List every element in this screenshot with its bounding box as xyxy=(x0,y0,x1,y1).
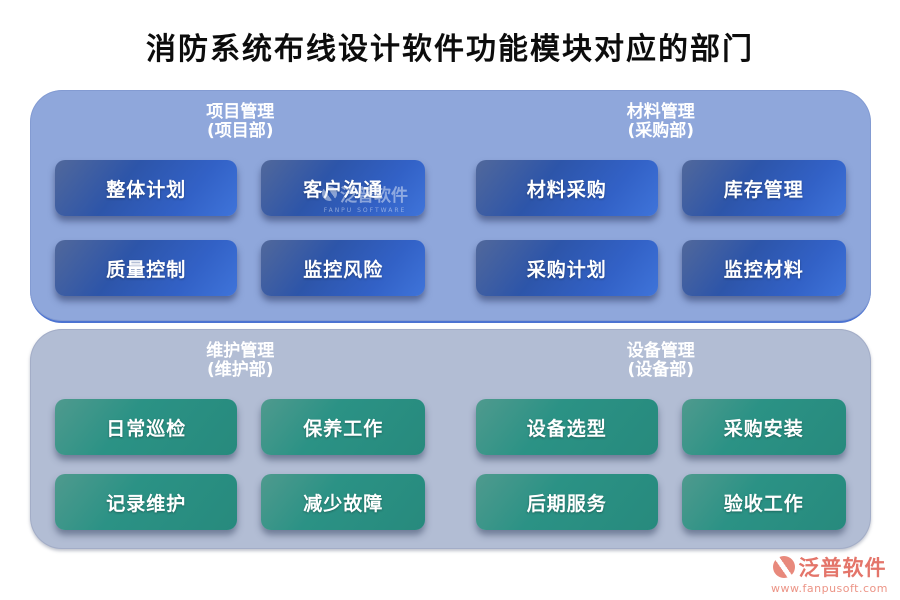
section-project-management: 项目管理 (项目部) 整体计划 客户沟通 质量控制 监控风险 xyxy=(30,90,451,321)
section-header-material: 材料管理 (采购部) xyxy=(627,103,695,141)
inventory-management-button[interactable]: 库存管理 xyxy=(681,160,846,216)
module-title: 项目管理 xyxy=(206,102,275,122)
module-title: 维护管理 xyxy=(206,341,275,361)
purchase-install-button[interactable]: 采购安装 xyxy=(681,399,846,455)
panel-project-material: 项目管理 (项目部) 整体计划 客户沟通 质量控制 监控风险 材料管理 (采购部… xyxy=(30,90,871,323)
department-label: (设备部) xyxy=(627,360,695,380)
purchase-plan-button[interactable]: 采购计划 xyxy=(475,240,658,296)
brand-logo: 泛普软件 www.fanpusoft.com xyxy=(771,552,888,595)
reduce-failure-button[interactable]: 减少故障 xyxy=(261,474,426,530)
page-title: 消防系统布线设计软件功能模块对应的部门 xyxy=(146,32,754,67)
customer-communication-button[interactable]: 客户沟通 xyxy=(261,160,426,216)
fanpu-logo-icon xyxy=(772,556,795,578)
module-title: 材料管理 xyxy=(626,102,695,122)
department-label: (项目部) xyxy=(206,121,274,141)
section-header-project: 项目管理 (项目部) xyxy=(206,103,274,141)
section-header-maintenance: 维护管理 (维护部) xyxy=(206,342,274,380)
department-label: (采购部) xyxy=(627,121,695,141)
section-maintenance-management: 维护管理 (维护部) 日常巡检 保养工作 记录维护 减少故障 xyxy=(30,329,451,549)
record-maintenance-button[interactable]: 记录维护 xyxy=(55,474,238,530)
department-label: (维护部) xyxy=(206,360,274,380)
brand-name: 泛普软件 xyxy=(798,556,887,580)
after-sales-service-button[interactable]: 后期服务 xyxy=(475,474,658,530)
panel-maintenance-equipment: 维护管理 (维护部) 日常巡检 保养工作 记录维护 减少故障 设备管理 (设备部… xyxy=(30,329,871,549)
brand-url[interactable]: www.fanpusoft.com xyxy=(771,582,888,595)
button-grid-maintenance: 日常巡检 保养工作 记录维护 减少故障 xyxy=(55,399,426,530)
button-grid-equipment: 设备选型 采购安装 后期服务 验收工作 xyxy=(475,399,846,530)
section-header-equipment: 设备管理 (设备部) xyxy=(627,342,695,380)
quality-control-button[interactable]: 质量控制 xyxy=(55,240,238,296)
daily-inspection-button[interactable]: 日常巡检 xyxy=(55,399,238,455)
overall-plan-button[interactable]: 整体计划 xyxy=(55,160,238,216)
upkeep-work-button[interactable]: 保养工作 xyxy=(261,399,426,455)
module-title: 设备管理 xyxy=(626,341,695,361)
button-grid-material: 材料采购 库存管理 采购计划 监控材料 xyxy=(475,160,846,296)
section-material-management: 材料管理 (采购部) 材料采购 库存管理 采购计划 监控材料 xyxy=(451,90,872,321)
risk-monitoring-button[interactable]: 监控风险 xyxy=(261,240,426,296)
material-monitoring-button[interactable]: 监控材料 xyxy=(681,240,846,296)
section-equipment-management: 设备管理 (设备部) 设备选型 采购安装 后期服务 验收工作 xyxy=(451,329,872,549)
acceptance-work-button[interactable]: 验收工作 xyxy=(681,474,846,530)
material-purchase-button[interactable]: 材料采购 xyxy=(475,160,658,216)
equipment-selection-button[interactable]: 设备选型 xyxy=(475,399,658,455)
button-grid-project: 整体计划 客户沟通 质量控制 监控风险 xyxy=(55,160,426,296)
